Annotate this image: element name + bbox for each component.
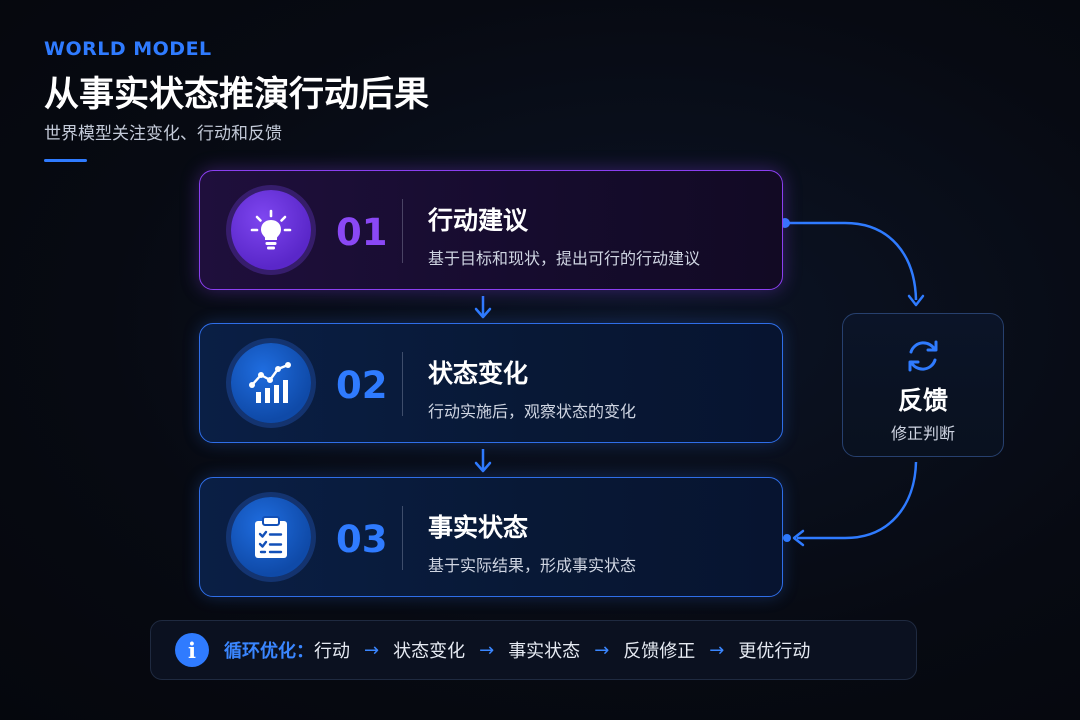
title-underline <box>44 159 87 162</box>
divider <box>402 199 403 263</box>
chart-trend-icon <box>231 343 311 423</box>
right-arrow-icon: → <box>364 639 380 661</box>
step-number: 02 <box>336 364 388 407</box>
arrow-step1-to-feedback <box>780 218 925 307</box>
step-description: 基于实际结果，形成事实状态 <box>428 556 637 575</box>
step-description: 行动实施后，观察状态的变化 <box>428 402 637 421</box>
step-card-action-suggestion: 01 行动建议 基于目标和现状，提出可行的行动建议 <box>199 170 783 290</box>
feedback-title: 反馈 <box>897 386 948 415</box>
right-arrow-icon: → <box>594 639 610 661</box>
page-subtitle: 世界模型关注变化、行动和反馈 <box>44 124 282 144</box>
loop-step: 反馈修正 <box>623 641 696 662</box>
loop-label: 循环优化： <box>224 641 314 662</box>
step-title: 行动建议 <box>428 206 529 235</box>
step-number: 03 <box>336 518 388 561</box>
step-title: 状态变化 <box>428 359 529 388</box>
step-card-fact-state: 03 事实状态 基于实际结果，形成事实状态 <box>199 477 783 597</box>
info-icon: i <box>175 633 209 667</box>
loop-step: 行动 <box>314 641 350 662</box>
loop-optimization-bar: i 循环优化： 行动 → 状态变化 → 事实状态 → 反馈修正 → 更优行动 <box>150 620 917 680</box>
arrow-step2-to-step3 <box>474 449 492 473</box>
eyebrow-label: WORLD MODEL <box>44 38 212 60</box>
loop-step: 事实状态 <box>508 641 581 662</box>
step-description: 基于目标和现状，提出可行的行动建议 <box>428 249 701 268</box>
clipboard-checklist-icon <box>231 497 311 577</box>
refresh-cycle-icon <box>903 336 943 380</box>
lightbulb-icon <box>231 190 311 270</box>
feedback-subtitle: 修正判断 <box>890 424 955 443</box>
step-card-state-change: 02 状态变化 行动实施后，观察状态的变化 <box>199 323 783 443</box>
right-arrow-icon: → <box>479 639 495 661</box>
divider <box>402 506 403 570</box>
loop-step: 状态变化 <box>393 641 466 662</box>
page-title: 从事实状态推演行动后果 <box>44 75 430 115</box>
arrow-step1-to-step2 <box>474 296 492 319</box>
right-arrow-icon: → <box>709 639 725 661</box>
loop-step: 更优行动 <box>738 641 811 662</box>
divider <box>402 352 403 416</box>
step-title: 事实状态 <box>428 513 529 542</box>
step-number: 01 <box>336 211 388 254</box>
feedback-box: 反馈 修正判断 <box>842 313 1004 457</box>
arrow-feedback-to-step3 <box>783 461 918 547</box>
